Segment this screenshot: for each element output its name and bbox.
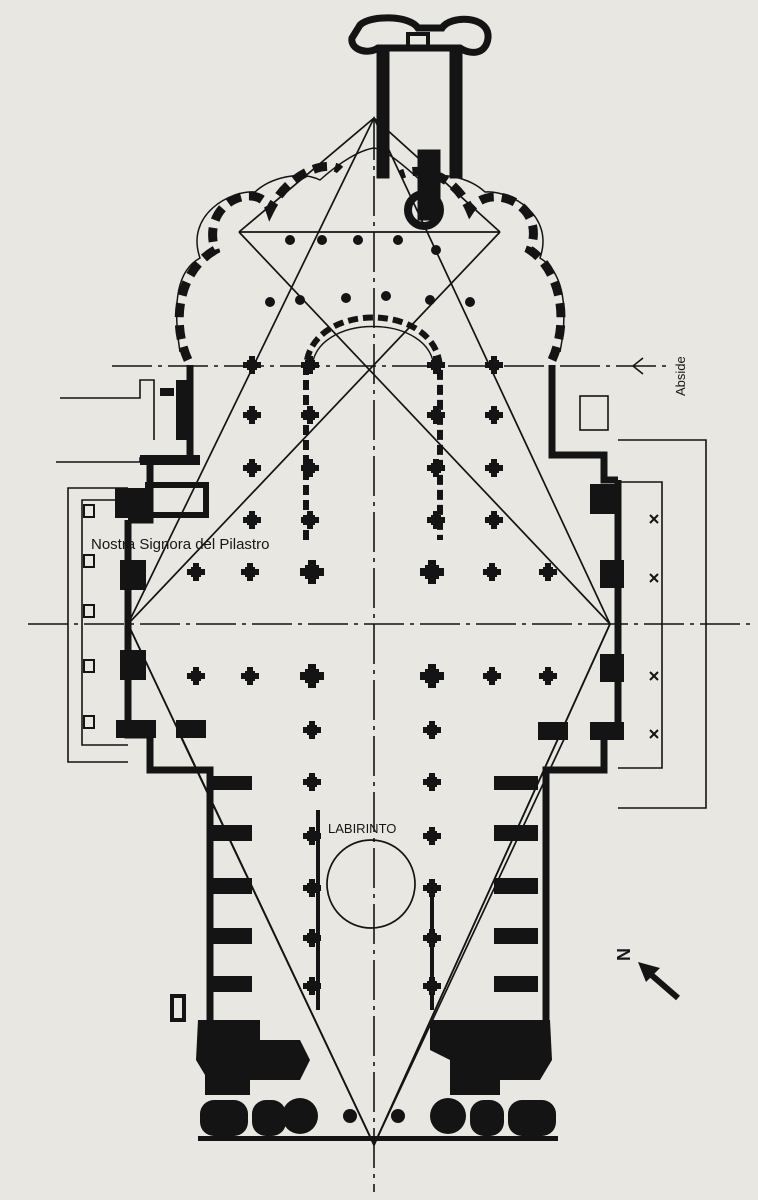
west-towers xyxy=(196,1020,558,1141)
label-labyrinth: LABIRINTO xyxy=(328,821,396,836)
label-north: N xyxy=(613,948,633,961)
axis-lines xyxy=(28,120,750,1192)
label-chapel: Nostra Signora del Pilastro xyxy=(91,536,269,553)
north-indicator: N xyxy=(613,948,680,1001)
porch-markers xyxy=(83,504,659,739)
outer-walls xyxy=(124,365,622,1020)
label-apse: Abside xyxy=(673,356,688,396)
north-arrow-icon xyxy=(638,962,680,1001)
axis-arrowhead xyxy=(631,357,644,375)
axial-chapel xyxy=(348,14,492,230)
west-small-block xyxy=(170,994,186,1022)
chapel-outlines xyxy=(175,147,565,353)
labyrinth-circle xyxy=(326,839,416,929)
nave-piers xyxy=(187,235,557,995)
choir-screen xyxy=(303,314,443,540)
nave-buttresses xyxy=(115,484,624,992)
radiating-chapels xyxy=(174,161,566,362)
choir-screen-inner xyxy=(311,325,435,371)
north-porch xyxy=(579,395,707,809)
south-annex xyxy=(140,380,209,518)
